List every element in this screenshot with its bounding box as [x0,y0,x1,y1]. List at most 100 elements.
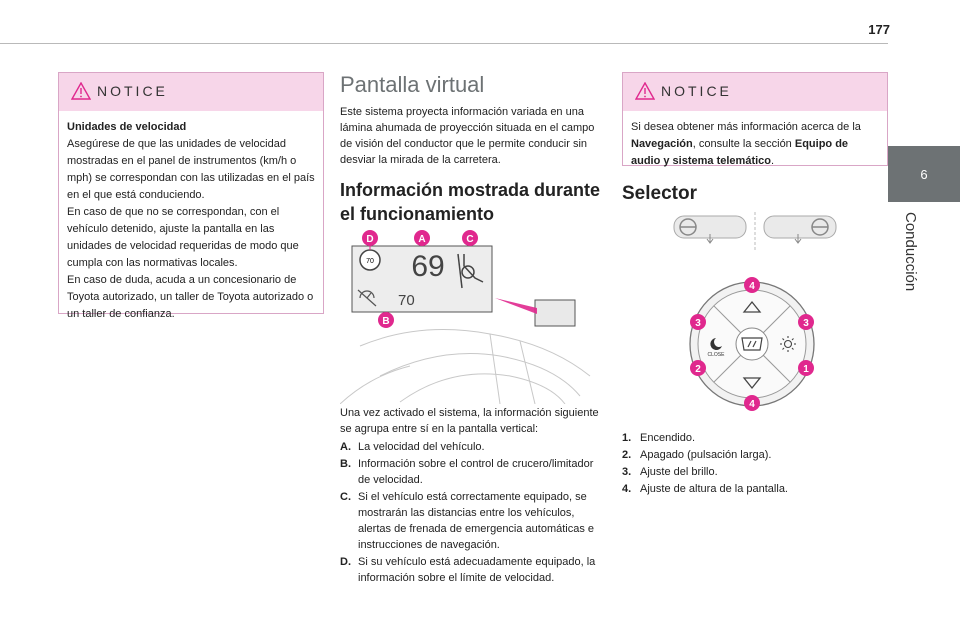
list-text: Encendido. [640,432,696,444]
warning-icon [71,82,91,100]
notice-header: NOTICE [623,73,887,111]
list-item: C. Si el vehículo está correctamente equi… [340,489,604,553]
list-item: 4. Ajuste de altura de la pantalla. [622,481,886,497]
list-key: B. [340,458,351,470]
selector-center-button[interactable] [735,327,769,361]
badge-label: 1 [803,364,809,375]
callout-c-label: C [466,234,473,245]
list-text: Ajuste de altura de la pantalla. [640,483,788,495]
notice-paragraph-1: Asegúrese de que las unidades de velocid… [67,138,315,201]
notice-label: NOTICE [661,83,732,99]
hud-illustration: 70 69 70 D A C B [340,230,591,404]
virtual-display-section: Pantalla virtual Este sistema proyecta i… [340,72,604,226]
up-arrow-icon[interactable] [742,300,762,313]
list-text: Apagado (pulsación larga). [640,449,772,461]
list-text: Si el vehículo está correctamente equipa… [358,491,595,551]
list-item: 1. Encendido. [622,430,886,446]
cruise-control-icon [357,289,377,307]
sun-icon[interactable] [780,336,796,352]
list-item: 3. Ajuste del brillo. [622,464,886,480]
subsection-title: Información mostrada durante el funciona… [340,180,601,224]
badge-label: 4 [749,399,755,410]
notice-text: Si desea obtener más información acerca … [631,121,861,133]
callout-b: B [378,312,394,328]
list-key: D. [340,556,351,568]
moon-close-button[interactable]: CLOSE [708,338,726,358]
badge-4-top: 4 [744,277,760,293]
after-paragraph: Una vez activado el sistema, la informac… [340,407,599,435]
notice-paragraph-2: En caso de que no se correspondan, con e… [67,206,299,269]
chapter-tab: 6 [888,146,960,202]
chapter-title-box: Conducción [888,212,960,322]
notice-body: Si desea obtener más información acerca … [623,111,887,178]
notice-label: NOTICE [97,83,168,99]
callout-c: C [462,230,478,246]
header-rule [0,43,888,44]
dashboard-lines [340,329,591,404]
list-item: D. Si su vehículo está adecuadamente equi… [340,554,604,586]
down-arrow-icon[interactable] [742,377,762,390]
warning-icon [635,82,655,100]
notice-body: Unidades de velocidad Asegúrese de que l… [59,111,323,331]
list-key: A. [340,441,351,453]
badge-1: 1 [798,360,814,376]
projection-screen [534,299,576,327]
badge-3-left: 3 [690,314,706,330]
list-text: Ajuste del brillo. [640,466,718,478]
section-title: Pantalla virtual [340,72,485,97]
callout-a-label: A [418,234,425,245]
notice-box-navigation: NOTICE Si desea obtener más información … [622,72,888,167]
callout-b-label: B [382,316,389,327]
vehicle-speed-value: 69 [411,250,444,283]
badge-label: 4 [749,281,755,292]
intro-paragraph: Este sistema proyecta información variad… [340,106,595,166]
list-item: 2. Apagado (pulsación larga). [622,447,886,463]
speed-limit-value: 70 [366,258,374,265]
moon-icon [710,338,722,350]
navigation-icon [457,253,484,289]
list-key: 4. [622,483,632,495]
right-steering-wheel-icon [763,215,837,244]
notice-bold-navigation: Navegación [631,138,693,150]
callout-d-label: D [366,234,373,245]
list-key: 1. [622,432,632,444]
notice-header: NOTICE [59,73,323,111]
notice-box-speed-units: NOTICE Unidades de velocidad Asegúrese d… [58,72,324,320]
notice-bold-audio: Equipo de audio y sistema telemático [631,138,849,167]
list-item: A. La velocidad del vehículo. [340,439,604,455]
list-text: La velocidad del vehículo. [358,441,485,453]
notice-text: . [771,155,775,167]
callout-d: D [362,230,378,250]
notice-heading: Unidades de velocidad [67,121,187,133]
selector-title: Selector [622,183,697,204]
chapter-number: 6 [920,166,928,182]
list-text: Si su vehículo está adecuadamente equipa… [358,556,596,584]
badge-4-bottom: 4 [744,395,760,411]
callout-a: A [414,230,430,246]
speed-limit-sign: 70 [359,249,381,271]
cruise-speed-value: 70 [398,292,415,309]
badge-label: 3 [695,318,701,329]
selector-control: CLOSE 4 3 3 2 1 4 [689,277,815,411]
list-text: Información sobre el control de crucero/… [358,458,594,486]
chapter-title: Conducción [902,212,919,292]
badge-label: 2 [695,364,701,375]
close-label: CLOSE [708,352,726,358]
steering-wheel-location [673,212,837,252]
display-info-list-section: Una vez activado el sistema, la informac… [340,405,604,587]
badge-2: 2 [690,360,706,376]
list-key: C. [340,491,351,503]
selector-heading: Selector [622,182,697,206]
selector-list-section: 1. Encendido. 2. Apagado (pulsación larga)… [622,430,886,498]
notice-text: , consulte la sección [692,138,795,150]
list-key: 3. [622,466,632,478]
projection-beam [495,298,537,314]
list-item: B. Información sobre el control de crucer… [340,456,604,488]
list-key: 2. [622,449,632,461]
notice-paragraph-3: En caso de duda, acuda a un concesionari… [67,274,314,320]
left-steering-wheel-icon [673,215,747,244]
page-number: 177 [868,22,890,37]
badge-3-right: 3 [798,314,814,330]
windshield-icon [741,337,763,351]
badge-label: 3 [803,318,809,329]
